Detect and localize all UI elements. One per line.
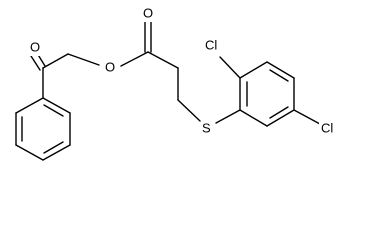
ketone-to-ch2-bond [42, 53, 69, 69]
chlorine-bottom-label: Cl [321, 120, 333, 135]
ester-oxygen-label: O [105, 59, 115, 74]
carbonyl-oxygen-left-label: O [30, 39, 40, 54]
aryl-inner-2 [269, 69, 289, 82]
aryl-bond-5 [266, 109, 295, 127]
ch2-to-ester-o-bond [67, 53, 100, 66]
phenyl-bond-1 [42, 97, 71, 114]
structure-diagram: O O O S Cl Cl [15, 5, 339, 161]
aryl-bond-6 [239, 109, 268, 127]
sulfur-to-aryl-bond [215, 109, 241, 124]
phenacyl-group [15, 52, 100, 161]
cl-bottom-bond [293, 109, 321, 125]
atom-labels: O O O S Cl Cl [28, 5, 339, 137]
phenyl-bond-6 [15, 97, 44, 114]
molecule-canvas: O O O S Cl Cl [15, 5, 339, 161]
phenyl-inner-1 [43, 104, 64, 117]
dichlorophenyl-group [219, 56, 321, 127]
aryl-inner-3 [269, 106, 289, 119]
aryl-bond-3 [266, 61, 295, 79]
ester-o-to-carbonyl-bond [120, 51, 149, 67]
cl-top-bond [219, 56, 241, 79]
sulfur-label: S [202, 120, 211, 135]
phenyl-inner-2 [43, 141, 64, 154]
phenyl-bond-4 [15, 144, 44, 161]
chlorine-top-label: Cl [205, 37, 217, 52]
phenyl-bond-3 [42, 144, 71, 161]
ketone-double-bond-b [30, 55, 41, 71]
aryl-bond-2 [239, 61, 268, 79]
ch2-to-sulfur-bond [177, 99, 201, 122]
carbonyl-to-ch2-bond [147, 51, 179, 69]
ester-chain [120, 20, 241, 124]
carbonyl-oxygen-right-label: O [143, 5, 153, 20]
